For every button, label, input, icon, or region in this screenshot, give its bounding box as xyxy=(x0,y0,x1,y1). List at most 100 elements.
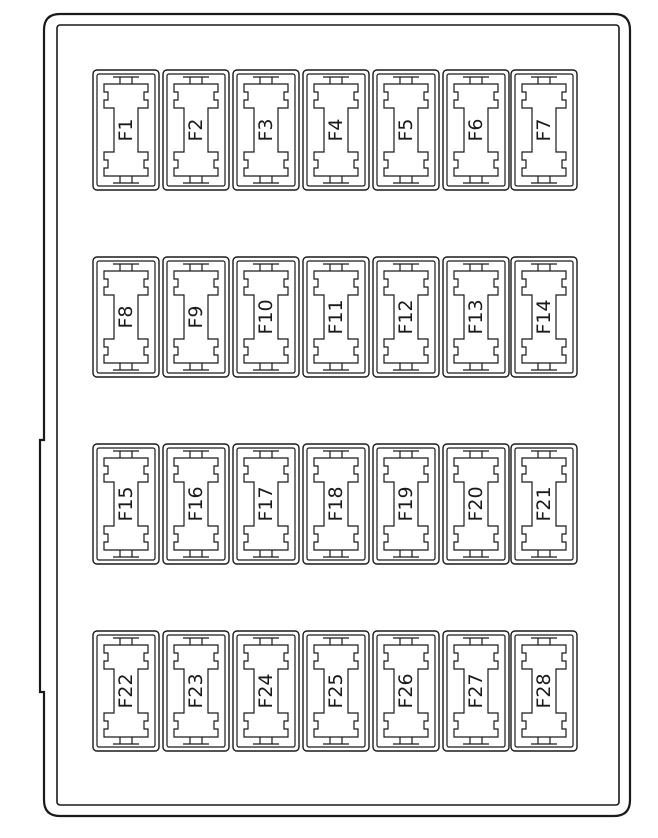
fuse-body-outline xyxy=(453,450,499,558)
fuse-frame-outer xyxy=(92,69,160,191)
fuse-label: F7 xyxy=(533,118,555,141)
fuse-body-outline xyxy=(383,450,429,558)
fuse-body-outline xyxy=(103,637,149,745)
fuse-label: F6 xyxy=(465,118,487,141)
fuse-label: F1 xyxy=(115,118,137,141)
fuse-frame-inner xyxy=(306,73,366,187)
fuse-body-outline xyxy=(173,450,219,558)
fuse-label: F28 xyxy=(533,673,555,708)
fuse-frame-outer xyxy=(232,69,300,191)
fuse-frame-inner xyxy=(514,260,574,374)
fuse-body-outline xyxy=(521,637,567,745)
fuse-frame-inner xyxy=(514,447,574,561)
fuse-body-outline xyxy=(313,450,359,558)
fuse-frame-outer xyxy=(510,256,578,378)
fuse-label: F14 xyxy=(533,299,555,334)
fuse-f26: F26 xyxy=(372,630,440,752)
fuse-frame-outer xyxy=(92,256,160,378)
fuse-frame-inner xyxy=(236,634,296,748)
fuse-body-outline xyxy=(173,76,219,184)
fuse-frame-outer xyxy=(372,69,440,191)
fuse-frame-outer xyxy=(302,69,370,191)
fuse-f16: F16 xyxy=(162,443,230,565)
fuse-frame-inner xyxy=(446,73,506,187)
fuse-frame-inner xyxy=(446,634,506,748)
fuse-f19: F19 xyxy=(372,443,440,565)
fuse-label: F12 xyxy=(395,299,417,334)
fuse-frame-outer xyxy=(162,256,230,378)
fuse-f25: F25 xyxy=(302,630,370,752)
fuse-frame-inner xyxy=(166,73,226,187)
fuse-f8: F8 xyxy=(92,256,160,378)
fuse-body-outline xyxy=(453,76,499,184)
fuse-f21: F21 xyxy=(510,443,578,565)
fuse-label: F24 xyxy=(255,673,277,708)
fuse-frame-inner xyxy=(306,260,366,374)
fuse-f2: F2 xyxy=(162,69,230,191)
fuse-f7: F7 xyxy=(510,69,578,191)
fuse-label: F5 xyxy=(395,118,417,141)
fuse-f18: F18 xyxy=(302,443,370,565)
fuse-body-outline xyxy=(243,637,289,745)
fuse-f3: F3 xyxy=(232,69,300,191)
fuse-body-outline xyxy=(173,263,219,371)
fuse-body-outline xyxy=(383,637,429,745)
fuse-frame-outer xyxy=(232,443,300,565)
fuse-label: F16 xyxy=(185,486,207,521)
fuse-f11: F11 xyxy=(302,256,370,378)
fuse-frame-outer xyxy=(442,69,510,191)
fuse-label: F18 xyxy=(325,486,347,521)
fuse-frame-inner xyxy=(96,260,156,374)
fuse-f24: F24 xyxy=(232,630,300,752)
fuse-label: F23 xyxy=(185,673,207,708)
fuse-f20: F20 xyxy=(442,443,510,565)
fuse-frame-inner xyxy=(166,447,226,561)
fuse-frame-inner xyxy=(236,447,296,561)
fuse-f9: F9 xyxy=(162,256,230,378)
fuse-frame-inner xyxy=(236,73,296,187)
fuse-body-outline xyxy=(521,76,567,184)
fuse-label: F9 xyxy=(185,305,207,328)
fuse-label: F3 xyxy=(255,118,277,141)
fuse-frame-inner xyxy=(376,634,436,748)
fuse-f13: F13 xyxy=(442,256,510,378)
fuse-frame-inner xyxy=(166,634,226,748)
fuse-label: F8 xyxy=(115,305,137,328)
fuse-frame-outer xyxy=(510,630,578,752)
fuse-f6: F6 xyxy=(442,69,510,191)
fuse-frame-inner xyxy=(306,634,366,748)
fuse-label: F19 xyxy=(395,486,417,521)
fuse-frame-inner xyxy=(446,447,506,561)
fuse-body-outline xyxy=(383,76,429,184)
fuse-frame-outer xyxy=(302,256,370,378)
fuse-f4: F4 xyxy=(302,69,370,191)
fuse-body-outline xyxy=(173,637,219,745)
fuse-frame-outer xyxy=(232,256,300,378)
fuse-frame-outer xyxy=(92,443,160,565)
fuse-frame-outer xyxy=(232,630,300,752)
fuse-frame-inner xyxy=(96,634,156,748)
fuse-label: F11 xyxy=(325,299,347,334)
fuse-frame-outer xyxy=(162,69,230,191)
fuse-frame-outer xyxy=(92,630,160,752)
fuse-box-housing-outer xyxy=(38,12,632,818)
fuse-label: F2 xyxy=(185,118,207,141)
fuse-body-outline xyxy=(103,76,149,184)
fuse-frame-outer xyxy=(510,443,578,565)
fuse-label: F15 xyxy=(115,486,137,521)
fuse-frame-inner xyxy=(514,634,574,748)
fuse-body-outline xyxy=(383,263,429,371)
fuse-frame-inner xyxy=(236,260,296,374)
fuse-body-outline xyxy=(313,263,359,371)
fuse-body-outline xyxy=(453,637,499,745)
fuse-body-outline xyxy=(453,263,499,371)
fuse-label: F21 xyxy=(533,486,555,521)
fuse-body-outline xyxy=(103,263,149,371)
fuse-label: F22 xyxy=(115,673,137,708)
fuse-body-outline xyxy=(243,76,289,184)
fuse-label: F13 xyxy=(465,299,487,334)
fuse-body-outline xyxy=(313,76,359,184)
fuse-frame-outer xyxy=(442,443,510,565)
fuse-frame-inner xyxy=(514,73,574,187)
